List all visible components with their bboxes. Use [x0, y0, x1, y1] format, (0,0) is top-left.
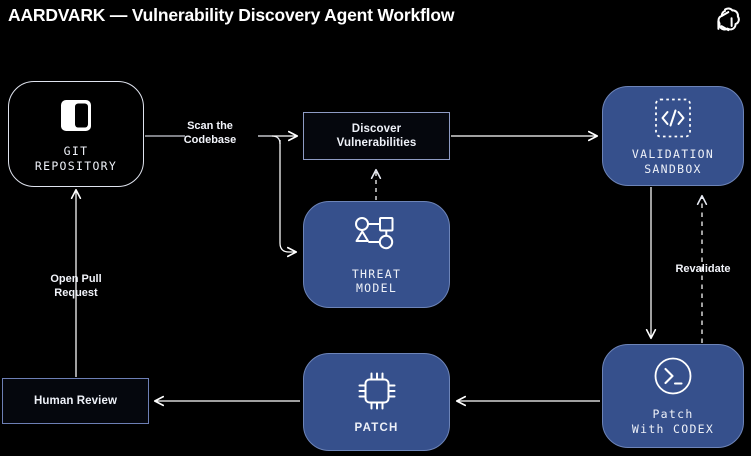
page-title: AARDVARK — Vulnerability Discovery Agent…	[8, 5, 455, 25]
node-discover-vulnerabilities[interactable]: Discover Vulnerabilities	[303, 112, 450, 160]
openai-logo	[717, 7, 740, 32]
edge-label-revalidate: Revalidate	[675, 263, 731, 275]
edge-git-to-threat-model	[279, 140, 296, 252]
code-sandbox-icon	[655, 99, 691, 138]
threat-graph-icon	[354, 216, 393, 250]
node-human-review[interactable]: Human Review	[2, 378, 149, 424]
node-validation-sandbox[interactable]: VALIDATION SANDBOX	[602, 86, 744, 186]
terminal-icon	[654, 358, 692, 395]
node-label-discover-vulnerabilities: Discover Vulnerabilities	[336, 122, 417, 149]
repository-icon	[61, 100, 91, 132]
node-label-validation-sandbox: VALIDATION SANDBOX	[631, 147, 715, 176]
edge-label-scan-codebase: Scan the Codebase	[183, 120, 237, 146]
chip-icon	[358, 372, 395, 410]
node-label-patch-with-codex: Patch With CODEX	[631, 407, 715, 436]
node-label-git-repository: GIT REPOSITORY	[34, 144, 118, 173]
edge-label-open-pull-request: Open Pull Request	[50, 273, 102, 299]
node-label-threat-model: THREAT MODEL	[351, 266, 402, 295]
node-patch-with-codex[interactable]: Patch With CODEX	[602, 344, 744, 448]
node-patch[interactable]: PATCH	[303, 353, 450, 451]
node-threat-model[interactable]: THREAT MODEL	[303, 201, 450, 308]
node-git-repository[interactable]: GIT REPOSITORY	[8, 81, 144, 187]
node-label-human-review: Human Review	[33, 394, 117, 407]
node-label-patch: PATCH	[354, 422, 399, 435]
